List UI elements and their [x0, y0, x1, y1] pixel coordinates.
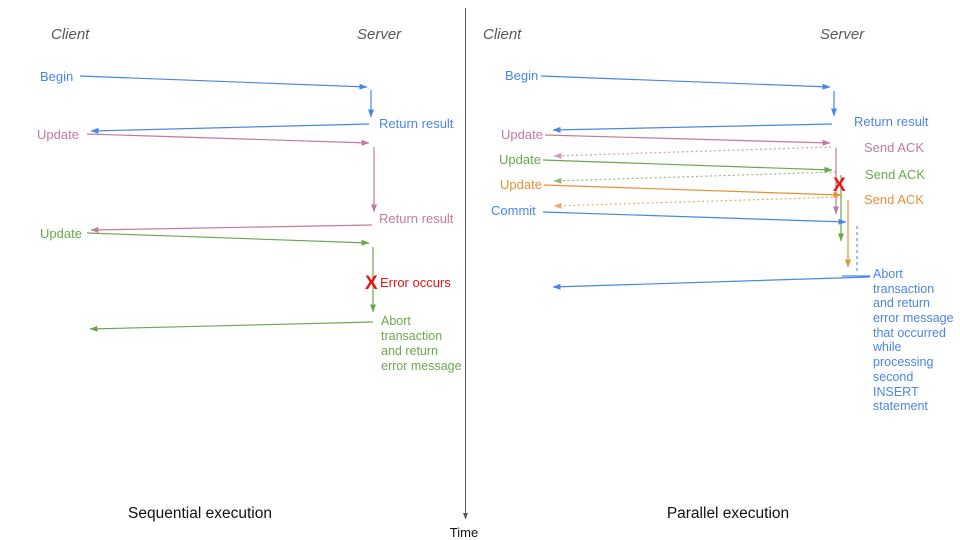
right-client-label: Client [483, 26, 522, 43]
left-return-result-2-arrow [90, 224, 373, 233]
left-update-2-arrow [86, 232, 376, 313]
left-error-label: Error occurs [380, 275, 451, 290]
sequential-panel: Client Server Begin Return result Update… [37, 26, 462, 522]
right-update-2-label: Update [499, 152, 541, 167]
left-abort-line-4: error message [381, 359, 462, 373]
right-abort-line-7: processing [873, 355, 933, 369]
left-error-x-icon: X [365, 273, 378, 294]
right-abort-line-9: INSERT [873, 385, 919, 399]
right-abort-line-6: while [872, 340, 902, 354]
left-begin-label: Begin [40, 69, 73, 84]
right-update-2-arrow [542, 159, 844, 242]
left-server-label: Server [357, 26, 402, 43]
right-return-result-label: Return result [854, 114, 929, 129]
left-return-result-1-arrow [90, 123, 370, 134]
right-commit-label: Commit [491, 203, 536, 218]
left-update-2-label: Update [40, 226, 82, 241]
time-axis-label: Time [450, 525, 478, 540]
right-abort-line-2: transaction [873, 282, 934, 296]
left-abort-line-3: and return [381, 344, 438, 358]
right-abort-arrow [552, 275, 871, 290]
left-abort-line-2: transaction [381, 329, 442, 343]
right-abort-line-8: second [873, 370, 913, 384]
right-send-ack-3-label: Send ACK [864, 192, 924, 207]
right-abort-line-10: statement [873, 399, 928, 413]
left-client-label: Client [51, 26, 90, 43]
left-begin-arrow [79, 75, 374, 118]
right-abort-line-3: and return [873, 296, 930, 310]
right-begin-arrow [540, 75, 837, 117]
left-abort-line-1: Abort [381, 314, 411, 328]
right-send-ack-1-label: Send ACK [864, 140, 924, 155]
right-begin-label: Begin [505, 68, 538, 83]
right-server-label: Server [820, 26, 865, 43]
right-update-3-arrow [543, 184, 851, 268]
right-update-1-arrow [544, 134, 839, 215]
parallel-title: Parallel execution [667, 505, 789, 522]
left-return-result-1-label: Return result [379, 116, 454, 131]
right-update-1-label: Update [501, 127, 543, 142]
sequential-title: Sequential execution [128, 505, 272, 522]
left-abort-text: Abort transaction and return error messa… [381, 314, 462, 373]
right-send-ack-1-arrow [553, 146, 832, 159]
right-send-ack-3-arrow [553, 196, 843, 209]
right-send-ack-2-arrow [553, 171, 837, 184]
right-return-result-arrow [552, 123, 833, 133]
right-update-3-label: Update [500, 177, 542, 192]
time-axis: Time [450, 8, 478, 540]
right-abort-line-1: Abort [873, 267, 903, 281]
right-abort-text: Abort transaction and return error messa… [872, 267, 954, 413]
parallel-panel: Client Server Begin Return result Update… [483, 26, 954, 522]
left-return-result-2-label: Return result [379, 211, 454, 226]
right-abort-line-5: that occurred [873, 326, 946, 340]
right-error-x-icon: X [833, 175, 846, 196]
left-abort-arrow [89, 321, 374, 332]
left-update-1-label: Update [37, 127, 79, 142]
right-commit-arrow [542, 211, 847, 225]
right-send-ack-2-label: Send ACK [865, 167, 925, 182]
right-abort-line-4: error message [873, 311, 954, 325]
left-update-1-arrow [86, 133, 377, 213]
